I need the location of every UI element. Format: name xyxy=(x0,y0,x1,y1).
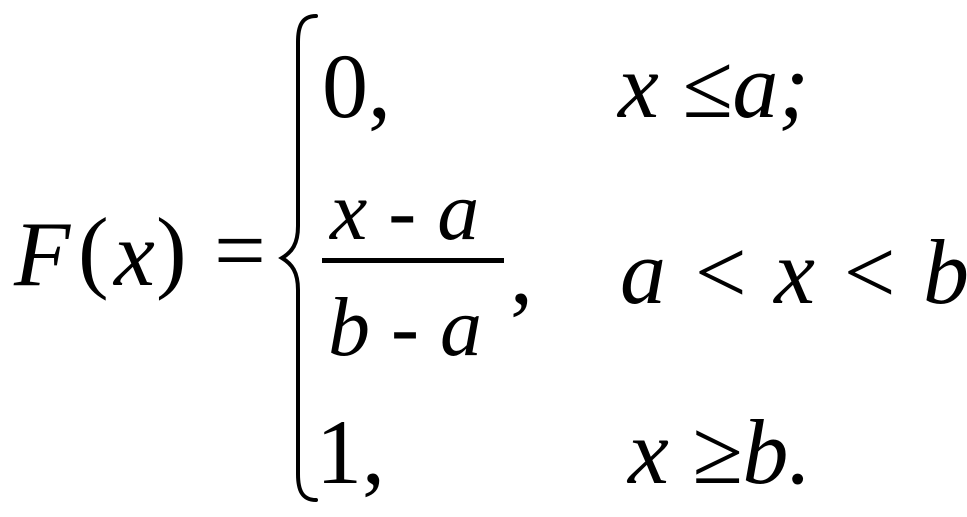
fraction-bar xyxy=(322,258,504,263)
open-paren: ( xyxy=(78,199,109,301)
equals-sign: = xyxy=(214,199,266,301)
function-name: F xyxy=(14,203,71,305)
function-variable: x xyxy=(114,203,155,305)
case-2-numerator: x - a xyxy=(330,165,480,258)
case-1-value: 0, xyxy=(322,35,391,137)
close-paren: ) xyxy=(156,199,187,301)
left-brace xyxy=(278,14,318,502)
case-3-condition: x ≥b. xyxy=(628,401,812,503)
case-2-denominator: b - a xyxy=(328,281,482,374)
case-2-condition: a < x < b; xyxy=(620,221,967,323)
case-3-value: 1, xyxy=(316,401,385,503)
case-1-condition: x ≤a; xyxy=(618,35,809,137)
case-2-comma: , xyxy=(510,221,533,323)
